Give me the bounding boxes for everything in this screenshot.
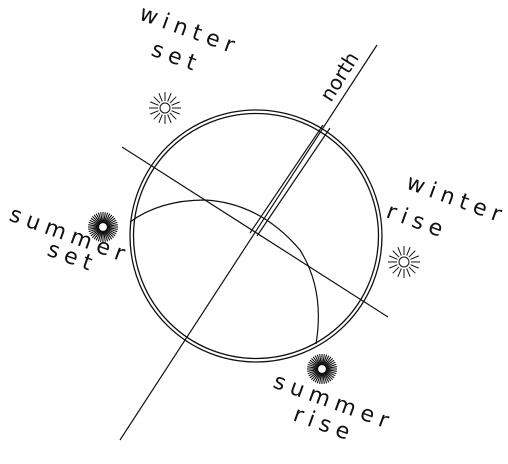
winter-set-sun-icon [149, 92, 181, 124]
winter-rise-sun-icon [388, 246, 420, 278]
winter-sun-line [122, 147, 388, 317]
summer-sun-arc [130, 200, 318, 344]
horizon-circle [130, 110, 382, 362]
summer-rise-sun-icon [307, 354, 337, 384]
north-axis-line [120, 45, 377, 440]
north-pole-pointer [250, 125, 330, 236]
